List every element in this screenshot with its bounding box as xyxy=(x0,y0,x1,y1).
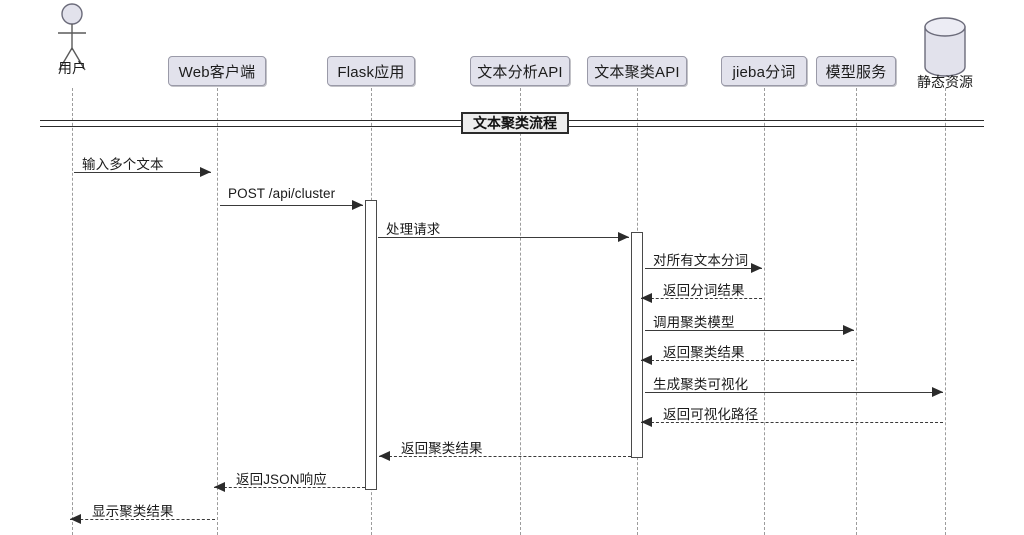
message-line-m5 xyxy=(641,298,762,299)
activation-bar-flask xyxy=(365,200,377,490)
database-icon[interactable] xyxy=(923,17,967,77)
arrow-head-m4 xyxy=(751,263,762,273)
message-line-m9 xyxy=(641,422,943,423)
arrow-head-m1 xyxy=(200,167,211,177)
participant-textapi[interactable]: 文本分析API xyxy=(470,56,570,86)
arrow-head-m5 xyxy=(641,293,652,303)
participant-label: jieba分词 xyxy=(732,63,796,81)
arrow-head-m2 xyxy=(352,200,363,210)
message-line-m2 xyxy=(220,205,363,206)
participant-label-static: 静态资源 xyxy=(917,74,973,90)
message-line-m7 xyxy=(641,360,854,361)
lifeline-web xyxy=(217,88,218,535)
message-label-m4: 对所有文本分词 xyxy=(653,253,749,268)
message-line-m10 xyxy=(379,456,631,457)
message-label-m1: 输入多个文本 xyxy=(82,157,164,172)
lifeline-model xyxy=(856,88,857,535)
message-label-m5: 返回分词结果 xyxy=(663,283,745,298)
message-line-m3 xyxy=(378,237,629,238)
arrow-head-m8 xyxy=(932,387,943,397)
lifeline-textapi xyxy=(520,88,521,535)
message-line-m1 xyxy=(74,172,211,173)
lifeline-jieba xyxy=(764,88,765,535)
participant-flask[interactable]: Flask应用 xyxy=(327,56,415,86)
lifeline-static xyxy=(945,88,946,535)
activation-bar-clsapi xyxy=(631,232,643,458)
participant-jieba[interactable]: jieba分词 xyxy=(721,56,807,86)
message-line-m4 xyxy=(645,268,762,269)
arrow-head-m10 xyxy=(379,451,390,461)
lifeline-user xyxy=(72,88,73,535)
message-line-m8 xyxy=(645,392,943,393)
participant-clsapi[interactable]: 文本聚类API xyxy=(587,56,687,86)
participant-label: 文本分析API xyxy=(477,63,563,81)
message-label-m12: 显示聚类结果 xyxy=(92,504,174,519)
participant-label-user: 用户 xyxy=(58,60,86,76)
message-label-m6: 调用聚类模型 xyxy=(653,315,735,330)
message-line-m12 xyxy=(70,519,215,520)
participant-label: Flask应用 xyxy=(337,63,405,81)
message-label-m9: 返回可视化路径 xyxy=(663,407,759,422)
arrow-head-m6 xyxy=(843,325,854,335)
participant-label: 模型服务 xyxy=(825,63,887,81)
arrow-head-m11 xyxy=(214,482,225,492)
actor-icon[interactable] xyxy=(54,2,90,74)
message-label-m3: 处理请求 xyxy=(386,222,441,237)
message-line-m6 xyxy=(645,330,854,331)
participant-model[interactable]: 模型服务 xyxy=(816,56,896,86)
message-line-m11 xyxy=(214,487,365,488)
participant-label: 文本聚类API xyxy=(594,63,680,81)
message-label-m8: 生成聚类可视化 xyxy=(653,377,749,392)
message-label-m11: 返回JSON响应 xyxy=(236,472,327,487)
participant-label: Web客户端 xyxy=(178,63,256,81)
arrow-head-m12 xyxy=(70,514,81,524)
message-label-m10: 返回聚类结果 xyxy=(401,441,483,456)
frame-title-label: 文本聚类流程 xyxy=(473,115,557,131)
frame-title: 文本聚类流程 xyxy=(461,112,569,134)
arrow-head-m3 xyxy=(618,232,629,242)
participant-web[interactable]: Web客户端 xyxy=(168,56,266,86)
arrow-head-m9 xyxy=(641,417,652,427)
message-label-m7: 返回聚类结果 xyxy=(663,345,745,360)
message-label-m2: POST /api/cluster xyxy=(228,186,336,201)
arrow-head-m7 xyxy=(641,355,652,365)
